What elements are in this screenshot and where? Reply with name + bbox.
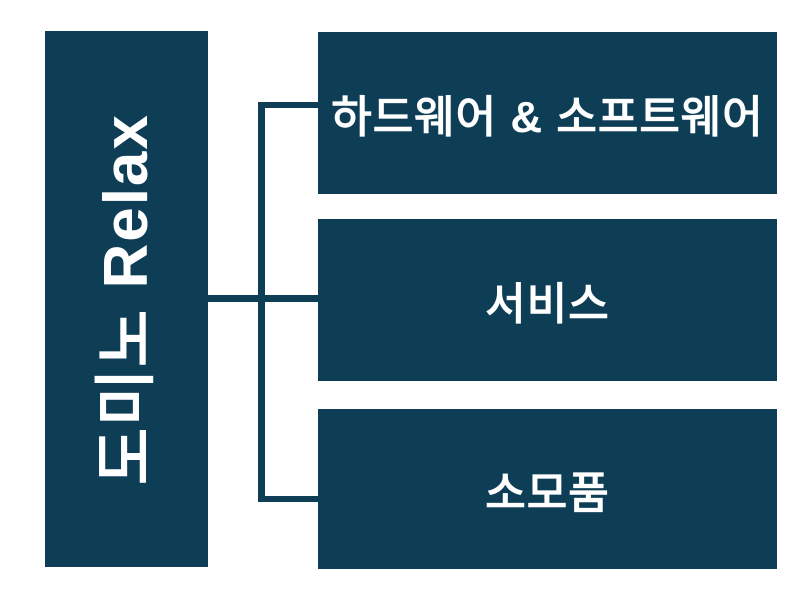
connector-middle-line (208, 295, 318, 302)
root-node-label: 도미노 Relax (91, 113, 161, 485)
child-node-consumables: 소모품 (318, 409, 777, 569)
connector-bottom-line (258, 496, 318, 502)
root-node-domino-relax: 도미노 Relax (45, 31, 208, 567)
child-node-hardware-software: 하드웨어 & 소프트웨어 (318, 32, 777, 194)
child-node-consumables-label: 소모품 (485, 469, 610, 518)
child-node-service: 서비스 (318, 219, 777, 381)
child-node-hardware-software-label: 하드웨어 & 소프트웨어 (331, 93, 764, 142)
connector-top-line (260, 102, 318, 108)
child-node-service-label: 서비스 (485, 280, 610, 329)
connector-trunk-line (258, 102, 265, 502)
